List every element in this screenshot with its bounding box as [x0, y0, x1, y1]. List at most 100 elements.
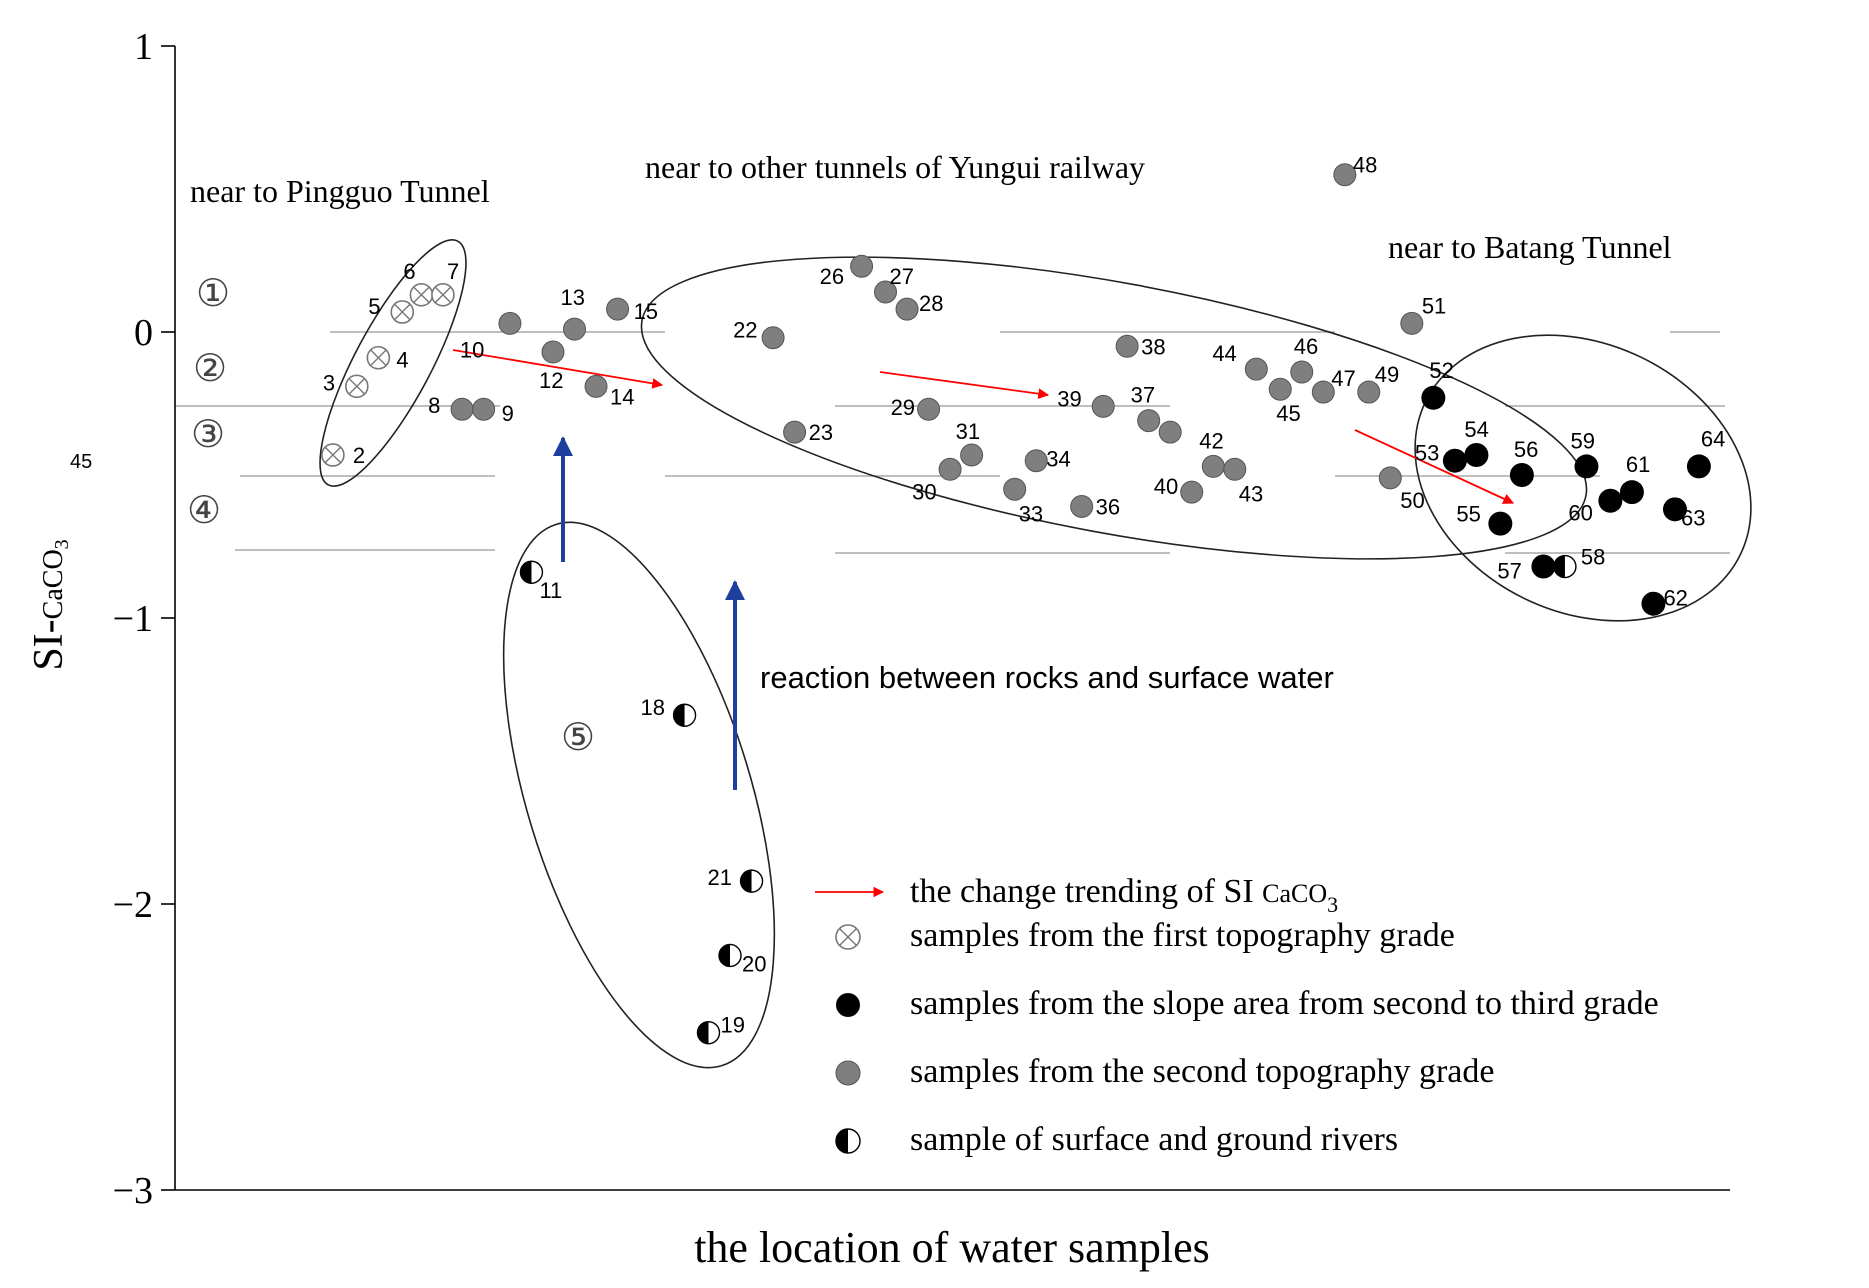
data-point	[850, 254, 874, 278]
data-label: 26	[820, 264, 844, 289]
data-label: 44	[1212, 341, 1236, 366]
data-point	[1311, 380, 1335, 404]
y-tick-label: −3	[113, 1170, 153, 1212]
data-point	[1619, 480, 1644, 505]
data-label: 43	[1239, 481, 1263, 506]
data-label: 39	[1057, 386, 1081, 411]
data-label: 59	[1570, 428, 1594, 453]
data-point	[519, 560, 544, 584]
data-label: 13	[561, 285, 585, 310]
data-point	[1378, 466, 1402, 490]
data-point	[1158, 420, 1182, 444]
data-label: 33	[1019, 501, 1043, 526]
data-label: 29	[891, 395, 915, 420]
grade-label-3: ③	[191, 414, 225, 456]
data-label: 36	[1096, 494, 1120, 519]
data-label: 58	[1581, 545, 1605, 570]
data-point	[321, 443, 345, 467]
legend-text: sample of surface and ground rivers	[910, 1121, 1398, 1158]
data-label: 7	[447, 259, 459, 284]
data-label: 38	[1141, 334, 1165, 359]
data-label: 11	[539, 578, 562, 603]
y-tick-label: −1	[113, 598, 153, 640]
grade-lines	[175, 331, 1730, 554]
data-point	[1421, 385, 1446, 410]
data-point	[1290, 360, 1314, 384]
data-point	[672, 703, 697, 727]
legend-marker	[835, 1060, 861, 1086]
data-point	[1442, 448, 1467, 473]
data-point	[1333, 163, 1357, 187]
data-label: 57	[1497, 559, 1521, 584]
grade-label-4: ④	[187, 490, 221, 532]
data-label: 3	[323, 370, 335, 395]
data-point	[1662, 497, 1687, 522]
data-point	[783, 420, 807, 444]
data-point	[1357, 380, 1381, 404]
legend-entries: samples from the first topography grade s…	[835, 917, 1659, 1158]
data-point	[761, 326, 785, 350]
legend-entry: samples from the slope area from second …	[836, 985, 1659, 1022]
legend-trend-subscript: 3	[1327, 892, 1338, 917]
legend: the change trending of SI CaCO3 samples …	[815, 873, 1659, 1158]
data-point	[366, 345, 391, 370]
region-label-batang: near to Batang Tunnel	[1388, 229, 1672, 265]
data-label: 40	[1154, 474, 1178, 499]
data-label: 2	[353, 443, 365, 468]
data-point	[938, 457, 962, 481]
legend-entry: samples from the first topography grade	[835, 917, 1455, 954]
data-point	[1598, 488, 1623, 513]
data-label: 8	[428, 393, 440, 418]
data-label: 21	[708, 865, 732, 890]
data-label: 56	[1514, 437, 1538, 462]
grade-label-1: ①	[196, 273, 230, 315]
data-point	[1137, 409, 1161, 433]
data-point	[345, 374, 369, 399]
data-point	[1244, 357, 1268, 381]
legend-entry: sample of surface and ground rivers	[835, 1121, 1398, 1158]
data-point	[1091, 394, 1115, 418]
data-point	[1464, 442, 1489, 467]
stray-label: 45	[70, 451, 92, 473]
data-label: 9	[502, 401, 514, 426]
data-label: 22	[733, 318, 757, 343]
data-label: 31	[956, 419, 980, 444]
data-point	[1531, 554, 1556, 579]
data-point	[450, 397, 474, 421]
data-label: 55	[1456, 502, 1480, 527]
data-point	[1003, 477, 1027, 501]
data-point	[472, 397, 496, 421]
region-label-pingguo: near to Pingguo Tunnel	[190, 173, 490, 209]
reaction-label: reaction between rocks and surface water	[760, 660, 1334, 695]
data-label: 49	[1375, 362, 1399, 387]
data-point	[498, 311, 522, 335]
data-label: 48	[1353, 153, 1377, 178]
data-point	[874, 280, 898, 304]
grade-label-5: ⑤	[561, 717, 595, 759]
data-label: 47	[1331, 366, 1355, 391]
data-label: 54	[1464, 417, 1488, 442]
data-label: 34	[1046, 447, 1070, 472]
legend-text: samples from the second topography grade	[910, 1053, 1494, 1090]
data-point	[1686, 454, 1711, 479]
data-point	[696, 1020, 721, 1045]
data-label: 64	[1701, 426, 1725, 451]
x-axis-label: the location of water samples	[694, 1223, 1210, 1272]
data-label: 20	[742, 951, 766, 976]
data-point	[917, 397, 941, 421]
y-axis: −3−2−101	[113, 26, 176, 1212]
data-label: 18	[641, 695, 665, 720]
data-point	[1509, 463, 1534, 487]
data-point	[431, 283, 455, 307]
trend-arrows	[452, 349, 1514, 504]
data-point	[1180, 480, 1204, 504]
legend-trend-main: the change trending of SI	[910, 873, 1262, 910]
data-label: 37	[1131, 383, 1155, 408]
data-label: 46	[1294, 334, 1318, 359]
data-point	[1201, 454, 1225, 478]
